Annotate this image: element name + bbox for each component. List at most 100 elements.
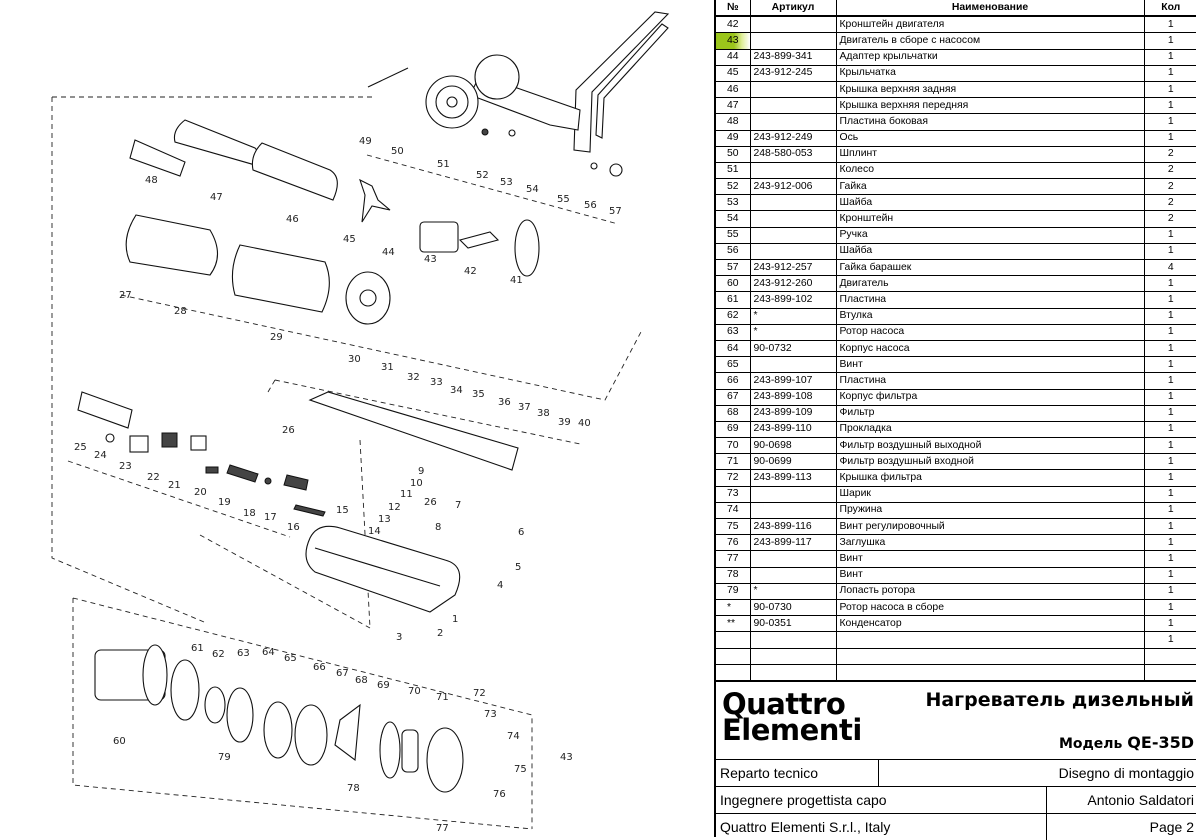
cell-article [749,356,837,374]
callout-label: 78 [347,783,360,794]
top-cover-front [173,119,260,166]
cell-number: 54 [716,210,751,228]
logo-line-1: Quattro [722,687,846,721]
cell-qty: 1 [1143,323,1196,341]
cell-qty: 1 [1143,129,1196,147]
cell-number: 57 [716,258,751,277]
cell-number: 51 [716,161,751,180]
cell-name: Шайба [835,242,1145,261]
cell-qty: 2 [1143,194,1196,212]
cell-number: 52 [716,178,751,196]
cell-qty: 4 [1143,258,1196,277]
cell-name: Колесо [835,161,1145,180]
cell-article [749,226,837,244]
cell-number: 60 [716,275,751,293]
callout-label: 60 [113,736,126,747]
cell-name: Ротор насоса в сборе [835,598,1145,617]
cell-qty: 1 [1143,307,1196,325]
cell-name: Винт регулировочный [835,517,1145,536]
callout-label: 20 [194,487,207,498]
column-header-qty: Кол [1143,0,1196,18]
cell-qty: 2 [1143,210,1196,228]
cell-number: 48 [716,113,751,131]
ring-part [514,219,540,277]
callout-label: 75 [514,764,527,775]
cell-article: 243-899-113 [749,469,837,487]
cell-qty [1143,647,1196,665]
callout-label: 13 [378,514,391,525]
callout-label: 54 [526,184,539,195]
cell-name: Винт [835,356,1145,374]
cell-qty: 1 [1143,534,1196,552]
cell-number: 70 [716,437,751,455]
cell-qty: 1 [1143,517,1196,536]
column-header-name: Наименование [835,0,1145,18]
cell-article: 90-0730 [749,598,837,617]
callout-label: 70 [408,686,421,697]
callout-label: 72 [473,688,486,699]
fuel-tank-part [305,525,461,613]
cell-qty: 1 [1143,501,1196,520]
control-panel-part [77,391,326,517]
callout-label: 55 [557,194,570,205]
cell-article [749,647,837,665]
axle-part [367,67,409,88]
callout-label: 49 [359,136,372,147]
cell-article: 243-912-006 [749,178,837,196]
drawing-type: Disegno di montaggio [1058,765,1194,781]
cell-number: 45 [716,64,751,82]
callout-label: 28 [174,306,187,317]
cell-qty: 1 [1143,631,1196,649]
cell-name: Крышка фильтра [835,469,1145,487]
cell-name [835,647,1145,665]
cell-name: Лопасть ротора [835,582,1145,600]
callout-label: 73 [484,709,497,720]
callout-label: 5 [515,562,521,573]
group-outline-burner-row [267,379,581,445]
model-value: QE-35D [1127,733,1194,752]
callout-label: 36 [498,397,511,408]
cell-qty: 2 [1143,161,1196,180]
cell-number: * [716,598,751,617]
cell-number: 50 [716,145,751,163]
cell-number: 56 [716,242,751,261]
callout-label: 68 [355,675,368,686]
callout-label: 79 [218,752,231,763]
cell-qty: 1 [1143,582,1196,600]
callout-label: 9 [418,466,424,477]
cell-number: 42 [716,15,751,34]
callout-label: 3 [396,632,402,643]
callout-label: 76 [493,789,506,800]
cell-number: 71 [716,453,751,471]
callout-label: 11 [400,489,413,500]
cell-name: Корпус насоса [835,339,1145,358]
cell-name: Крышка верхняя задняя [835,80,1145,99]
cell-name: Пластина [835,372,1145,390]
callout-label: 18 [243,508,256,519]
group-outline-top-row [366,154,619,225]
cell-name: Заглушка [835,534,1145,552]
table-row: 1 [716,631,1196,649]
cell-article: 243-899-102 [749,291,837,309]
callout-label: 43 [560,752,573,763]
cell-article: 243-912-257 [749,258,837,277]
cell-number: 63 [716,323,751,341]
cell-number: 75 [716,517,751,536]
group-outline-control-row [67,460,291,538]
washer-part [481,128,623,177]
cell-article [749,80,837,99]
logo-line-2: Elementi [722,713,862,747]
